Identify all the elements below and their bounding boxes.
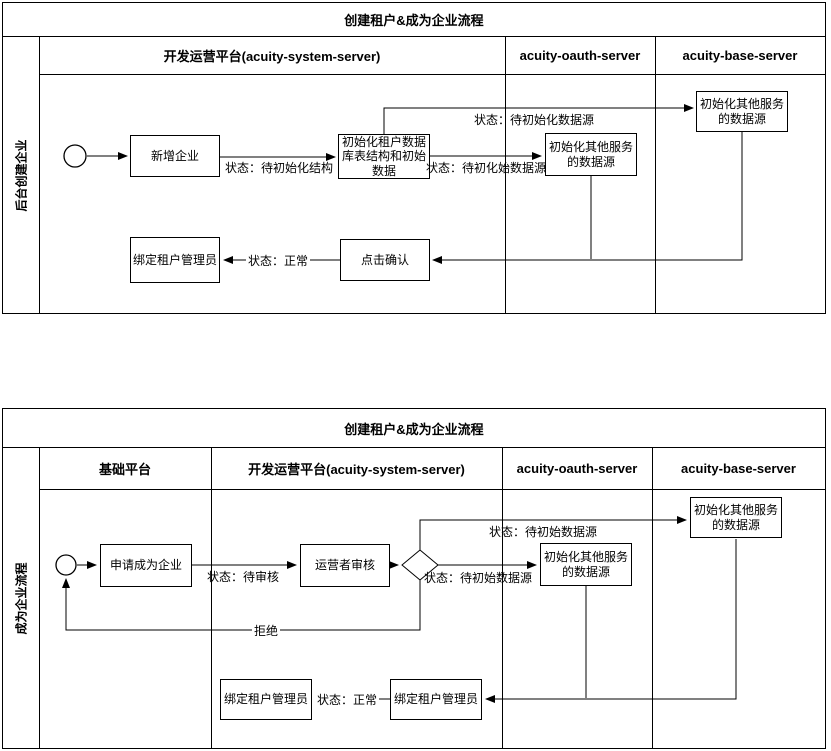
node-bind-tenant-admin-base: 绑定租户管理员 (220, 679, 312, 720)
pool1-lane-divider (39, 37, 40, 313)
node-operator-review: 运营者审核 (300, 544, 390, 587)
label-wait-init-datasource-base-2: 状态：待初始数据源 (489, 525, 598, 539)
pool1-col-base-server: acuity-base-server (682, 48, 798, 63)
label-wait-init-datasource-base: 状态：待初始化数据源 (474, 113, 595, 127)
label-wait-init-datasource-oauth: 状态：待初化始数据源 (426, 161, 547, 175)
pool2-col-system-server: 开发运营平台(acuity-system-server) (248, 462, 465, 477)
node-bind-tenant-admin-sys: 绑定租户管理员 (390, 679, 482, 720)
node-apply-become-enterprise: 申请成为企业 (100, 544, 192, 587)
pool1-col-divider-2 (655, 37, 656, 313)
node-init-base-datasource: 初始化其他服务的数据源 (696, 91, 788, 132)
pool2-title-divider (3, 447, 825, 448)
pool2-col-oauth-server: acuity-oauth-server (516, 461, 638, 476)
pool2-title: 创建租户&成为企业流程 (344, 421, 484, 437)
pool2-col-base-platform: 基础平台 (98, 462, 151, 477)
node-bind-tenant-admin: 绑定租户管理员 (130, 237, 220, 283)
label-wait-init-datasource-oauth-2: 状态：待初始数据源 (424, 571, 533, 585)
pool1-title-divider (3, 36, 825, 37)
pool2-lane: 成为企业流程 (3, 448, 39, 748)
pool2-col-divider-2 (502, 448, 503, 748)
label-wait-init-structure: 状态：待初始化结构 (225, 161, 334, 175)
label-reject: 拒绝 (252, 622, 281, 639)
label-wait-review: 状态：待审核 (207, 570, 280, 584)
pool1-col-oauth-server: acuity-oauth-server (519, 48, 641, 63)
label-status-normal-1: 状态：正常 (246, 252, 311, 269)
pool2-lane-divider (39, 448, 40, 748)
pool1-lane: 后台创建企业 (3, 37, 39, 313)
label-status-normal-2: 状态：正常 (315, 691, 380, 708)
node-init-oauth-datasource: 初始化其他服务的数据源 (545, 133, 637, 176)
node-add-enterprise: 新增企业 (130, 135, 220, 177)
pool1-title: 创建租户&成为企业流程 (344, 13, 484, 28)
node-click-confirm: 点击确认 (340, 239, 430, 281)
pool2-col-divider-1 (211, 448, 212, 748)
node-init-tenant-db: 初始化租户数据库表结构和初始数据 (338, 134, 430, 179)
pool1-header-divider (39, 74, 825, 75)
pool2-col-base-server: acuity-base-server (681, 461, 796, 476)
pool1-col-system-server: 开发运营平台(acuity-system-server) (163, 49, 381, 64)
pool1-lane-label: 后台创建企业 (14, 138, 29, 212)
node-init-base-datasource-2: 初始化其他服务的数据源 (690, 497, 782, 538)
pool2-header-divider (39, 489, 825, 490)
pool2-col-divider-3 (652, 448, 653, 748)
node-init-oauth-datasource-2: 初始化其他服务的数据源 (540, 543, 632, 586)
pool2-lane-label: 成为企业流程 (14, 561, 29, 635)
